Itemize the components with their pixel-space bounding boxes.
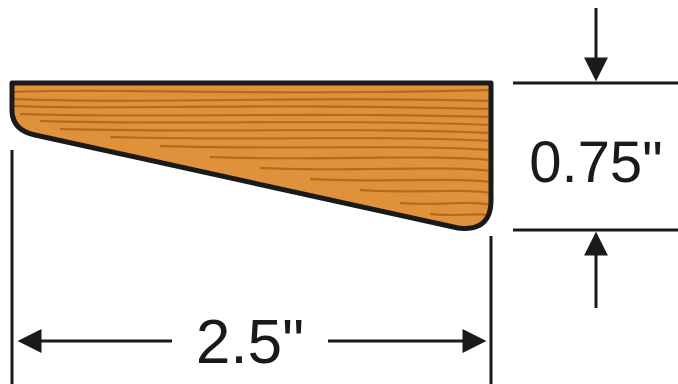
height-label: 0.75" [529,130,662,195]
wood-wedge [9,80,494,231]
width-dimension: 2.5" [10,150,493,384]
width-label: 2.5" [196,308,304,377]
wood-wedge-fill [12,83,491,229]
wood-wedge-outline [9,80,494,231]
height-dimension: 0.75" [513,8,678,308]
